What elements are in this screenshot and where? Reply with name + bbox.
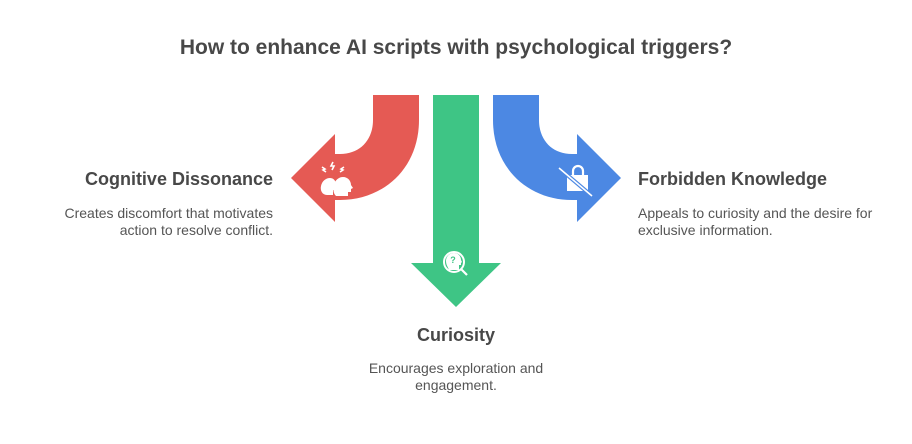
cognitive-dissonance-arrow	[291, 95, 419, 222]
curiosity-arrow	[411, 95, 501, 307]
forbidden-knowledge-description: Appeals to curiosity and the desire for …	[638, 205, 873, 238]
lock-crossed-icon	[557, 164, 594, 198]
diagram-title: How to enhance AI scripts with psycholog…	[179, 36, 733, 59]
conflicted-heads-icon	[320, 161, 353, 196]
cognitive-dissonance-description: Creates discomfort that motivates action…	[64, 205, 273, 238]
head-question-magnifier-icon: ?	[443, 251, 468, 276]
svg-text:?: ?	[450, 255, 456, 265]
cognitive-dissonance-heading: Cognitive Dissonance	[84, 169, 273, 189]
forbidden-knowledge-arrow	[493, 95, 621, 222]
curiosity-heading: Curiosity	[416, 325, 495, 345]
curiosity-description: Encourages exploration and engagement.	[368, 360, 544, 393]
forbidden-knowledge-heading: Forbidden Knowledge	[638, 169, 827, 189]
